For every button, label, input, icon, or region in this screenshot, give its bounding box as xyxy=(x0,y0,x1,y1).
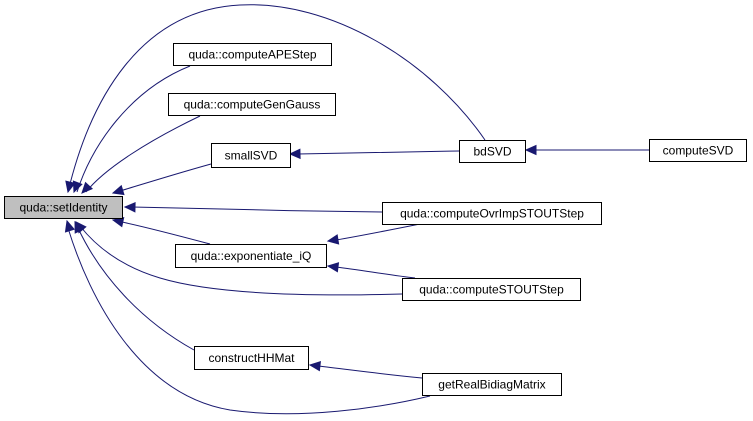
node-box xyxy=(649,139,747,162)
arrowhead-icon xyxy=(65,180,76,194)
node-label: quda::setIdentity xyxy=(19,201,107,215)
edge-computeOvrImpSTOUTStep-to-exponentiate_iQ xyxy=(326,223,421,245)
node-box xyxy=(175,244,327,268)
node-box xyxy=(382,202,602,225)
node-label: quda::computeGenGauss xyxy=(184,98,321,112)
node-computeGenGauss[interactable]: quda::computeGenGauss xyxy=(168,93,336,116)
node-computeOvrImpSTOUTStep[interactable]: quda::computeOvrImpSTOUTStep xyxy=(382,202,602,225)
node-label: bdSVD xyxy=(473,145,511,159)
edge-computeSVD-to-bdSVD xyxy=(524,144,650,156)
node-bdSVD[interactable]: bdSVD xyxy=(459,140,526,163)
arrowhead-icon xyxy=(64,219,75,233)
node-exponentiate_iQ[interactable]: quda::exponentiate_iQ xyxy=(175,244,327,268)
edge-bdSVD-to-smallSVD xyxy=(288,148,460,160)
edges-layer xyxy=(64,4,650,415)
node-label: quda::computeAPEStep xyxy=(188,48,316,62)
arrowhead-icon xyxy=(524,144,537,156)
edge-exponentiate_iQ-to-setIdentity xyxy=(111,217,211,245)
edge-line xyxy=(297,150,460,155)
node-computeSTOUTStep[interactable]: quda::computeSTOUTStep xyxy=(402,278,581,301)
node-label: quda::computeSTOUTStep xyxy=(419,283,564,297)
edge-line xyxy=(121,221,211,245)
node-label: smallSVD xyxy=(225,149,278,163)
arrowhead-icon xyxy=(123,202,136,213)
node-computeSVD[interactable]: computeSVD xyxy=(649,139,747,162)
node-constructHHMat[interactable]: constructHHMat xyxy=(194,346,309,370)
node-box xyxy=(422,373,562,396)
edge-line xyxy=(67,227,431,415)
edge-smallSVD-to-setIdentity xyxy=(111,163,212,196)
node-label: computeSVD xyxy=(663,144,734,158)
arrowhead-icon xyxy=(72,180,83,194)
arrowhead-icon xyxy=(111,217,125,228)
node-box xyxy=(402,278,581,301)
node-computeAPEStep[interactable]: quda::computeAPEStep xyxy=(173,43,332,66)
node-box xyxy=(194,346,309,370)
node-label: getRealBidiagMatrix xyxy=(438,378,545,392)
arrowhead-icon xyxy=(111,184,125,196)
node-setIdentity: quda::setIdentity xyxy=(4,196,123,219)
node-box xyxy=(4,196,123,219)
arrowhead-icon xyxy=(326,262,340,273)
edge-bdSVD-to-setIdentity xyxy=(65,4,486,194)
arrowhead-icon xyxy=(81,181,94,194)
edge-line xyxy=(76,65,191,193)
edge-line xyxy=(85,115,201,193)
node-label: constructHHMat xyxy=(208,351,295,365)
arrowhead-icon xyxy=(326,234,340,245)
node-smallSVD[interactable]: smallSVD xyxy=(211,143,291,168)
node-box xyxy=(211,143,291,168)
edge-line xyxy=(335,266,416,279)
edge-line xyxy=(119,163,212,192)
edge-line xyxy=(79,225,403,296)
nodes-layer: quda::setIdentity quda::computeAPEStepqud… xyxy=(4,43,747,396)
edge-line xyxy=(67,4,486,193)
edge-computeGenGauss-to-setIdentity xyxy=(81,115,201,194)
node-label: quda::exponentiate_iQ xyxy=(191,249,312,263)
node-getRealBidiagMatrix[interactable]: getRealBidiagMatrix xyxy=(422,373,562,396)
edge-line xyxy=(335,223,421,241)
edge-getRealBidiagMatrix-to-constructHHMat xyxy=(308,360,423,379)
edge-line xyxy=(317,365,423,379)
edge-computeOvrImpSTOUTStep-to-setIdentity xyxy=(123,202,383,213)
edge-computeAPEStep-to-setIdentity xyxy=(72,65,191,194)
edge-getRealBidiagMatrix-to-setIdentity xyxy=(64,219,431,415)
arrowhead-icon xyxy=(308,360,321,372)
edge-line xyxy=(77,227,195,351)
node-box xyxy=(459,140,526,163)
arrowhead-icon xyxy=(74,220,85,234)
edge-constructHHMat-to-setIdentity xyxy=(74,220,195,351)
edge-line xyxy=(131,206,383,213)
edge-computeSTOUTStep-to-exponentiate_iQ xyxy=(326,262,416,279)
node-box xyxy=(168,93,336,116)
node-label: quda::computeOvrImpSTOUTStep xyxy=(400,207,584,221)
arrowhead-icon xyxy=(288,148,301,160)
node-box xyxy=(173,43,332,66)
